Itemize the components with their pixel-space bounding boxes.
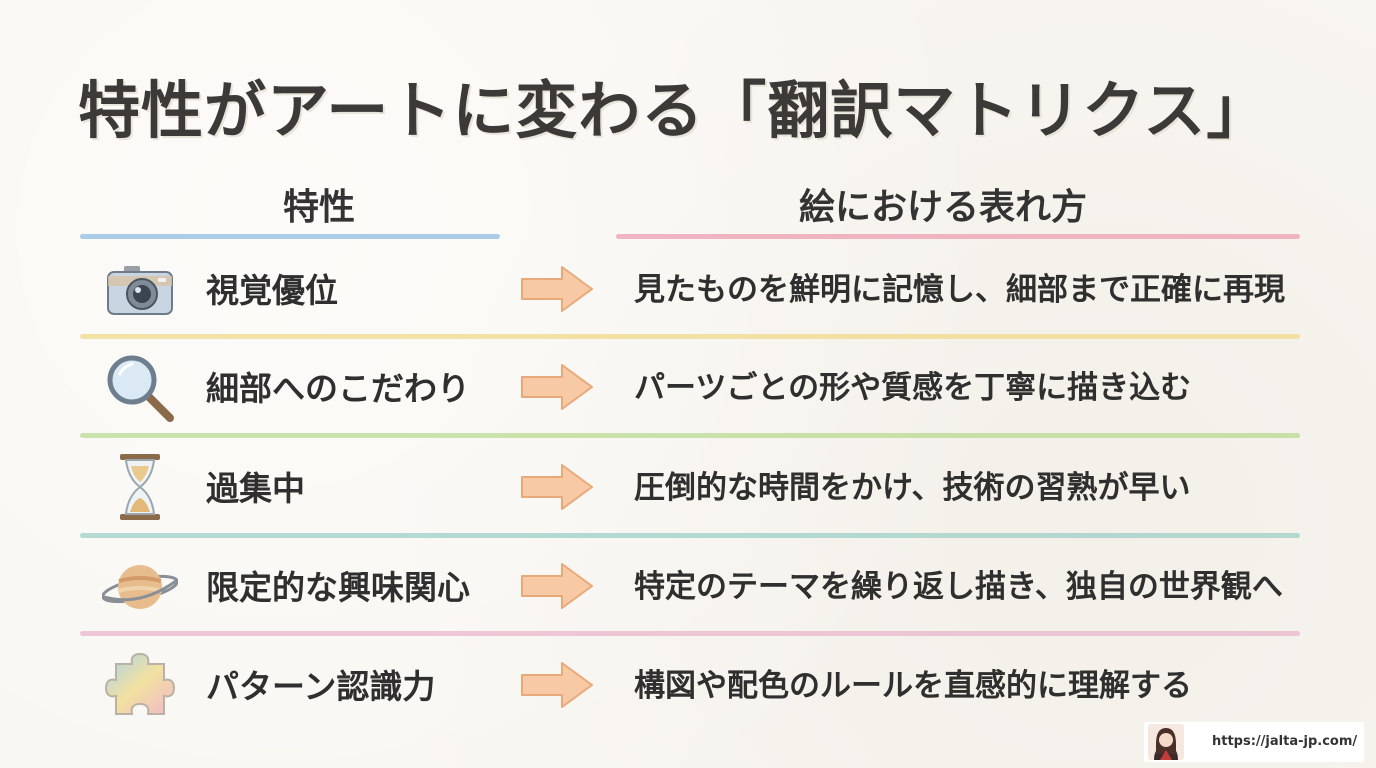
effect-label: 見たものを鮮明に記憶し、細部まで正確に再現 bbox=[634, 272, 1285, 308]
matrix-row: 限定的な興味関心 特定のテーマを繰り返し描き、独自の世界観へ bbox=[0, 537, 1376, 635]
site-url[interactable]: https://jalta-jp.com/ bbox=[1212, 734, 1358, 749]
hourglass-icon bbox=[102, 452, 178, 522]
effect-label: 圧倒的な時間をかけ、技術の習熟が早い bbox=[634, 470, 1191, 506]
avatar bbox=[1148, 724, 1184, 760]
trait-label: 細部へのこだわり bbox=[206, 369, 470, 408]
effect-label: 構図や配色のルールを直感的に理解する bbox=[634, 668, 1192, 704]
matrix-row: 過集中 圧倒的な時間をかけ、技術の習熟が早い bbox=[0, 438, 1376, 536]
site-credit[interactable]: https://jalta-jp.com/ bbox=[1144, 722, 1364, 762]
arrow-right-icon bbox=[518, 262, 596, 316]
trait-label: 過集中 bbox=[206, 469, 305, 508]
row-divider bbox=[80, 433, 1300, 438]
row-divider bbox=[80, 334, 1300, 339]
trait-label: 視覚優位 bbox=[206, 271, 338, 310]
column-header-expression: 絵における表れ方 bbox=[799, 187, 1088, 228]
effect-label: 特定のテーマを繰り返し描き、独自の世界観へ bbox=[634, 569, 1283, 605]
trait-label: パターン認識力 bbox=[206, 667, 436, 706]
puzzle-icon bbox=[102, 650, 178, 720]
row-divider bbox=[80, 631, 1300, 636]
matrix-row: 細部へのこだわり パーツごとの形や質感を丁寧に描き込む bbox=[0, 338, 1376, 436]
camera-icon bbox=[102, 254, 178, 324]
page-title: 特性がアートに変わる「翻訳マトリクス」 bbox=[78, 74, 1270, 147]
header-underline-right bbox=[616, 234, 1300, 239]
header-underline-left bbox=[80, 234, 500, 239]
planet-icon bbox=[101, 551, 179, 621]
magnifier-icon bbox=[102, 352, 178, 422]
arrow-right-icon bbox=[518, 658, 596, 712]
matrix-row: 視覚優位 見たものを鮮明に記憶し、細部まで正確に再現 bbox=[0, 240, 1376, 338]
arrow-right-icon bbox=[518, 360, 596, 414]
arrow-right-icon bbox=[518, 460, 596, 514]
column-header-trait: 特性 bbox=[283, 187, 356, 228]
arrow-right-icon bbox=[518, 559, 596, 613]
trait-label: 限定的な興味関心 bbox=[206, 568, 470, 607]
row-divider bbox=[80, 533, 1300, 538]
matrix-row: パターン認識力 構図や配色のルールを直感的に理解する bbox=[0, 636, 1376, 734]
effect-label: パーツごとの形や質感を丁寧に描き込む bbox=[634, 370, 1192, 406]
